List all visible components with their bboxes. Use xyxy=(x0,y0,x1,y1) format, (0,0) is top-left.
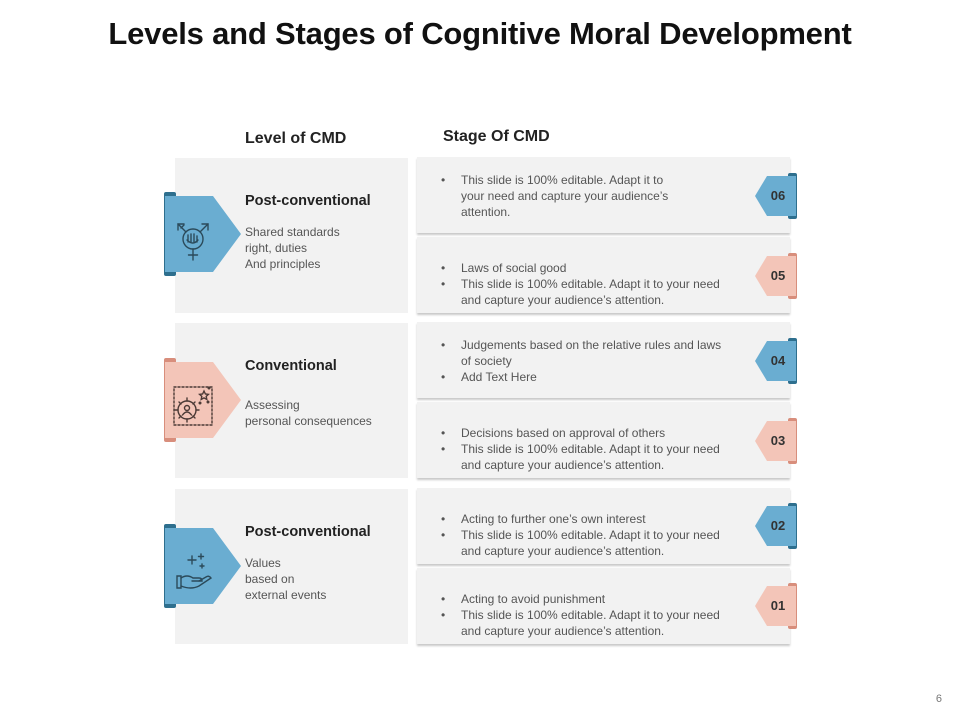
stage-bullet: Acting to further one’s own interest xyxy=(439,511,722,527)
stage-number: 02 xyxy=(770,518,786,533)
stage-card-06: This slide is 100% editable. Adapt it to… xyxy=(417,157,790,233)
level-description: Shared standards right, duties And princ… xyxy=(245,225,340,271)
stage-number: 06 xyxy=(770,188,786,203)
stage-card-01: Acting to avoid punishment This slide is… xyxy=(417,568,790,644)
stage-number-tag-05: 05 xyxy=(755,253,797,299)
stage-bullet: Judgements based on the relative rules a… xyxy=(439,337,722,369)
hand-sparkle-icon xyxy=(176,553,212,589)
stage-number-tag-04: 04 xyxy=(755,338,797,384)
stage-number-tag-02: 02 xyxy=(755,503,797,549)
level-column-header: Level of CMD xyxy=(245,130,347,147)
stage-number: 03 xyxy=(770,433,786,448)
stage-number: 04 xyxy=(770,353,786,368)
level-badge-3 xyxy=(163,524,243,608)
level-description: Assessing personal consequences xyxy=(245,398,372,428)
gender-fist-icon xyxy=(177,223,209,261)
stage-bullet: Add Text Here xyxy=(439,369,722,385)
stage-column-header: Stage Of CMD xyxy=(443,128,550,145)
stage-card-05: Laws of social good This slide is 100% e… xyxy=(417,237,790,313)
stage-number: 05 xyxy=(770,268,786,283)
stage-bullet: Acting to avoid punishment xyxy=(439,591,722,607)
level-name: Post-conventional xyxy=(245,193,371,209)
slide-title: Levels and Stages of Cognitive Moral Dev… xyxy=(108,16,852,51)
stage-bullet: This slide is 100% editable. Adapt it to… xyxy=(439,441,722,473)
level-name: Post-conventional xyxy=(245,524,371,540)
stage-bullet: This slide is 100% editable. Adapt it to… xyxy=(439,607,722,639)
stage-bullet: This slide is 100% editable. Adapt it to… xyxy=(439,276,722,308)
stage-bullet: This slide is 100% editable. Adapt it to… xyxy=(439,527,722,559)
level-name: Conventional xyxy=(245,358,337,374)
stage-card-03: Decisions based on approval of others Th… xyxy=(417,402,790,478)
stage-number: 01 xyxy=(770,598,786,613)
stage-bullet: Laws of social good xyxy=(439,260,722,276)
stage-number-tag-03: 03 xyxy=(755,418,797,464)
stage-card-04: Judgements based on the relative rules a… xyxy=(417,322,790,398)
page-number: 6 xyxy=(935,693,942,705)
stage-number-tag-01: 01 xyxy=(755,583,797,629)
stage-bullet: Decisions based on approval of others xyxy=(439,425,722,441)
stage-card-02: Acting to further one’s own interest Thi… xyxy=(417,488,790,564)
level-card-1: Post-conventional Shared standards right… xyxy=(175,158,408,313)
stage-bullet: This slide is 100% editable. Adapt it to… xyxy=(439,172,722,220)
level-badge-2 xyxy=(163,358,243,442)
level-badge-1 xyxy=(163,192,243,276)
level-description: Values based on external events xyxy=(245,556,327,602)
gear-user-icon xyxy=(173,386,213,426)
stage-number-tag-06: 06 xyxy=(755,173,797,219)
